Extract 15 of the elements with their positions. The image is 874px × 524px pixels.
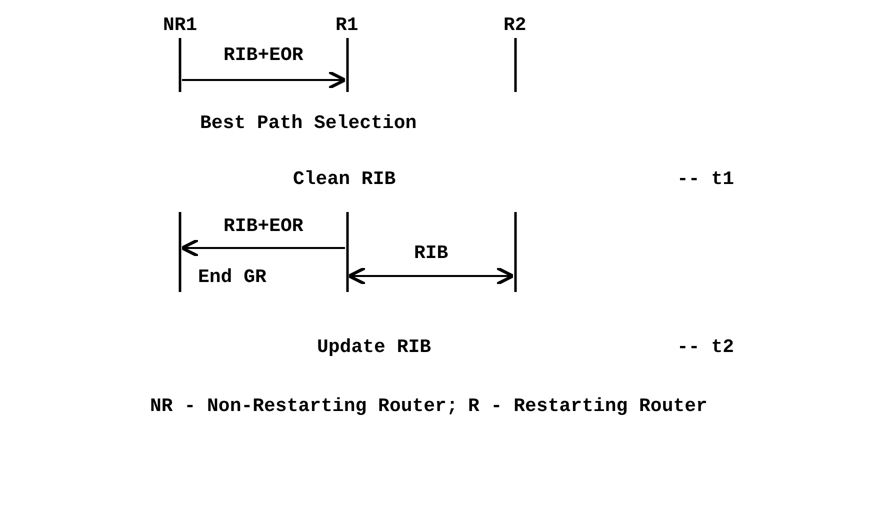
annotation-text: Clean RIB xyxy=(293,168,396,190)
message-arrow xyxy=(347,266,515,286)
annotation-text: -- t1 xyxy=(677,168,734,190)
participant-lifeline xyxy=(504,14,526,292)
annotation-text: -- t2 xyxy=(677,336,734,358)
annotation-text: R - Restarting Router xyxy=(468,395,708,417)
annotation-text: End GR xyxy=(198,266,266,288)
participant-label: R2 xyxy=(504,14,526,36)
annotation-text: Best Path Selection xyxy=(200,112,417,134)
participant-label: NR1 xyxy=(163,14,198,36)
message-arrow xyxy=(182,70,347,90)
annotation-text: NR - Non-Restarting Router; xyxy=(150,395,458,417)
annotation-text: Update RIB xyxy=(317,336,432,358)
message-arrow xyxy=(180,238,345,258)
participant-label: R1 xyxy=(336,14,358,36)
